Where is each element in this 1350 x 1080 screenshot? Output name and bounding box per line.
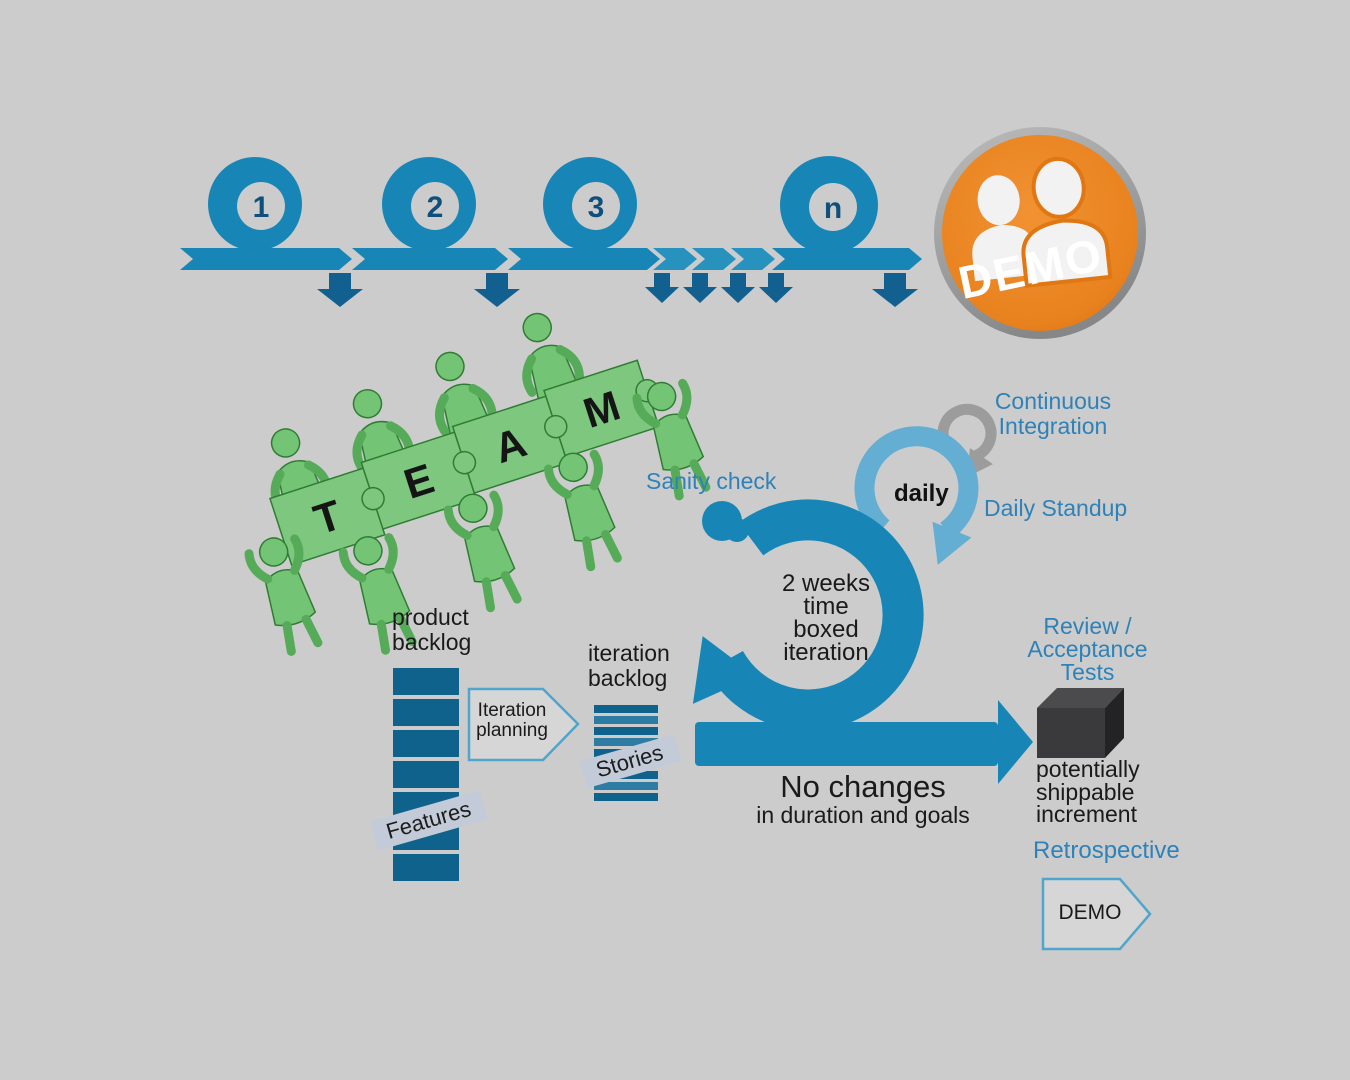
down-arrow-icon [872,273,918,307]
backlog-bar [594,782,658,790]
down-arrow-icon [317,273,363,307]
sprint-band-segment [180,248,352,270]
retrospective-label: Retrospective [1033,837,1180,864]
backlog-bar [594,705,658,713]
arrowhead-icon [932,521,972,565]
backlog-bar [393,730,459,757]
cube-side [1105,688,1124,758]
iteration-planning-shape [467,687,580,762]
down-arrow-icon [721,273,755,303]
increment-cube [1037,688,1124,758]
chevron-arrow-icon [653,248,697,270]
demo-badge: DEMO [934,127,1146,339]
down-arrow-icon [645,273,679,303]
sanity-check-dot [702,501,742,541]
iteration-loop [692,499,924,731]
iteration-backlog-title: iteration backlog [588,640,670,691]
daily-standup-label: Daily Standup [984,495,1128,521]
down-arrow-icon [683,273,717,303]
sprint-band-segment [772,248,922,270]
team-illustration: T E A M [205,277,734,682]
backlog-bar [393,761,459,788]
sprint-number: 2 [427,191,444,224]
iteration-center-text: 2 weeks time boxed iteration [781,570,871,666]
sprint-band-segment [508,248,660,270]
increment-caption: potentially shippable increment [1036,756,1140,827]
demo-pentagon-label: DEMO [1058,901,1122,924]
team-figure [445,487,528,611]
daily-standup-loop [854,426,979,565]
no-changes-subline: in duration and goals [756,802,970,828]
backlog-bar [393,668,459,695]
arrowhead-icon [692,636,756,704]
backlog-bar [594,738,658,746]
sprint-timeline: 1 2 3 n [180,156,922,307]
sprint-band-segment [352,248,508,270]
iteration-backlog-stack: Stories [579,705,682,801]
backlog-bar [393,699,459,726]
loop-hole [411,182,459,230]
puzzle-knob [452,450,477,475]
demo-shape [1041,877,1152,951]
review-acceptance-label: Review / Acceptance Tests [1027,613,1148,685]
backlog-bar [594,727,658,735]
backlog-bar [393,854,459,881]
down-arrow-icon [474,273,520,307]
sprint-loop-2: 2 [382,157,476,251]
chevron-arrow-icon [731,248,775,270]
sprint-number: 3 [588,191,605,224]
continuous-integration-label: Continuous Integration [994,388,1112,439]
sprint-number: 1 [253,191,270,224]
sprint-loop-3: 3 [543,157,637,251]
loop-hole [809,183,857,231]
cube-front [1037,708,1105,758]
daily-label: daily [894,480,949,507]
sprint-number: n [824,192,842,225]
loop-hole [572,182,620,230]
cube-top [1037,688,1124,708]
iteration-planning-label: Iteration planning [476,700,548,741]
no-changes-headline: No changes [780,769,946,804]
loop-hole [237,182,285,230]
puzzle-knob [544,414,568,439]
chevron-arrow-icon [692,248,736,270]
backlog-bar [594,716,658,724]
product-backlog-stack: Features [369,668,488,881]
arrowhead-icon [998,700,1033,784]
backlog-bar [594,793,658,801]
flow-arrow [695,700,1033,784]
sprint-loop-n: n [780,156,878,254]
down-arrow-icon [759,273,793,303]
puzzle-knob [361,486,385,511]
product-backlog-title: product backlog [392,604,472,655]
sprint-loop-1: 1 [208,157,302,251]
people-icon [972,156,1113,288]
sanity-check-label: Sanity check [646,468,777,494]
